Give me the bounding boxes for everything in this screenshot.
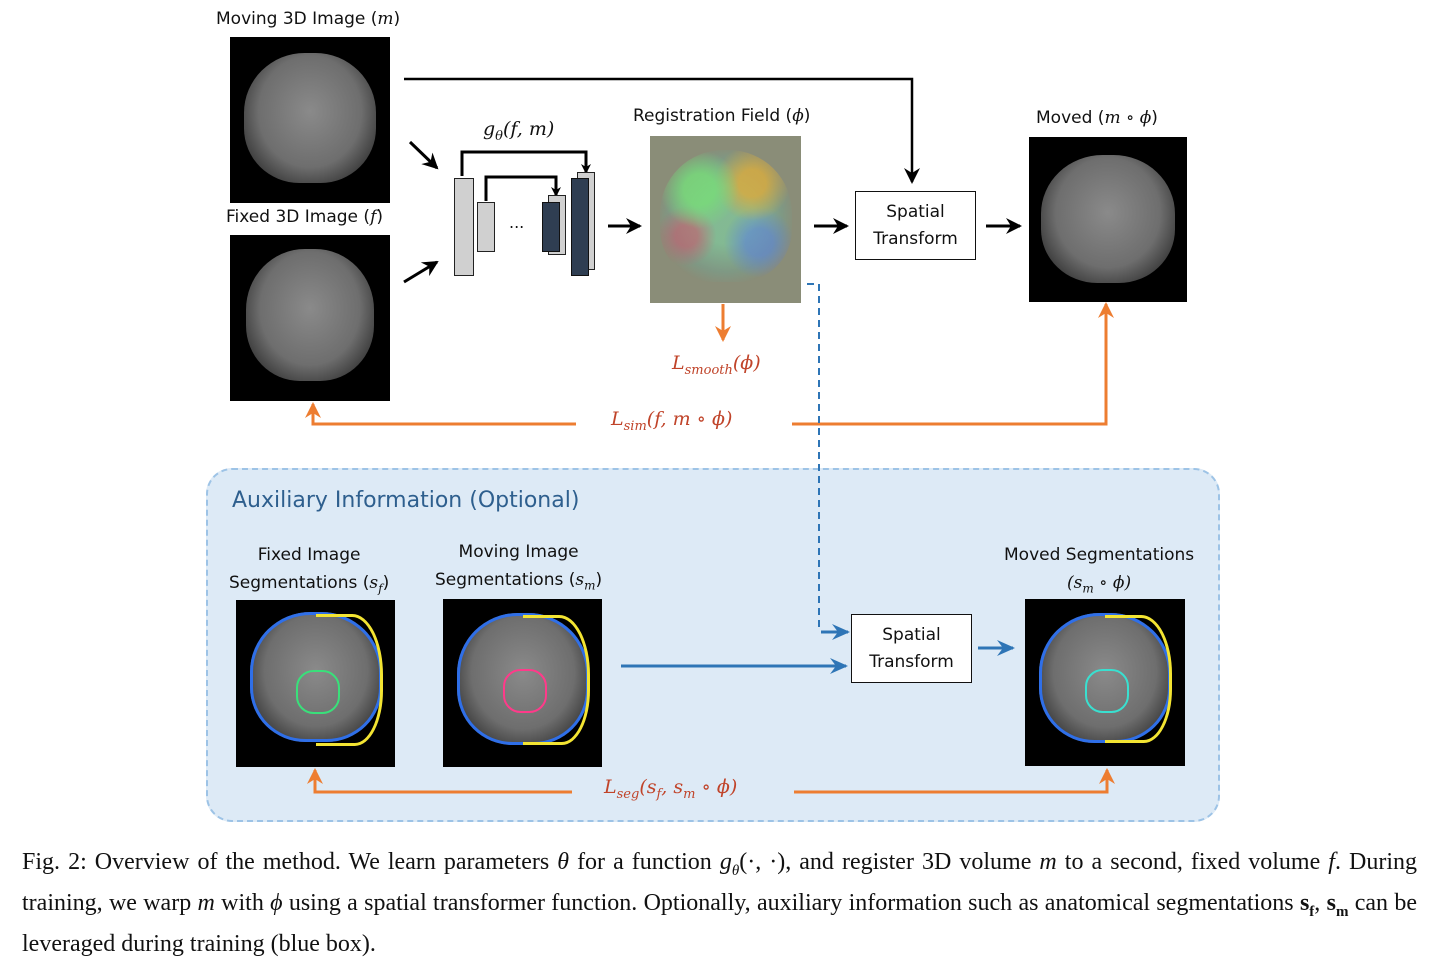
figure-caption: Fig. 2: Overview of the method. We learn… (22, 849, 1418, 957)
seg-loss-left-line (307, 768, 572, 794)
moved-image (1029, 137, 1187, 302)
skip-connection-outer (460, 150, 591, 176)
aux-spatial-transform-box: Spatial Transform (851, 614, 972, 683)
registration-field-image (650, 136, 801, 303)
sim-loss-right-line (792, 302, 1114, 426)
network-ellipsis: ... (509, 213, 525, 232)
moving-seg-label: Moving Image Segmentations (sm) (435, 542, 603, 593)
fixed-image (230, 235, 390, 401)
skip-connection-inner (484, 175, 561, 201)
smooth-loss-label: Lsmooth(ϕ) (672, 352, 761, 378)
moving-image-label: Moving 3D Image (m) (216, 9, 401, 29)
encoder-block-1 (454, 178, 474, 276)
sim-loss-left-line (305, 402, 576, 426)
decoder-block-1 (571, 178, 589, 276)
fixed-seg-label: Fixed Image Segmentations (sf) (229, 545, 390, 596)
moving-to-network-arrow (408, 140, 439, 170)
network-label: gθ(f, m) (483, 118, 555, 144)
moved-seg-label: Moved Segmentations (sm ∘ ϕ) (1004, 545, 1195, 596)
spatial-transform-box: Spatial Transform (855, 191, 976, 260)
sim-loss-label: Lsim(f, m ∘ ϕ) (611, 408, 733, 434)
field-to-aux-transform-dashed (807, 283, 820, 631)
auxiliary-info-title: Auxiliary Information (Optional) (232, 488, 580, 513)
encoder-block-2 (477, 202, 495, 252)
seg-loss-right-line (794, 768, 1115, 794)
fixed-to-network-arrow (403, 260, 439, 284)
moving-to-transform-line (404, 77, 920, 184)
moved-image-label: Moved (m ∘ ϕ) (1036, 108, 1158, 128)
moving-image (230, 37, 390, 203)
seg-loss-label: Lseg(sf, sm ∘ ϕ) (604, 776, 738, 802)
moved-segmentation-image (1025, 599, 1185, 766)
registration-field-label: Registration Field (ϕ) (633, 106, 811, 126)
decoder-block-2 (542, 202, 560, 252)
fixed-segmentation-image (236, 600, 395, 767)
connector-layer (305, 77, 1115, 794)
fixed-image-label: Fixed 3D Image (f) (226, 207, 383, 227)
moving-segmentation-image (443, 599, 602, 767)
